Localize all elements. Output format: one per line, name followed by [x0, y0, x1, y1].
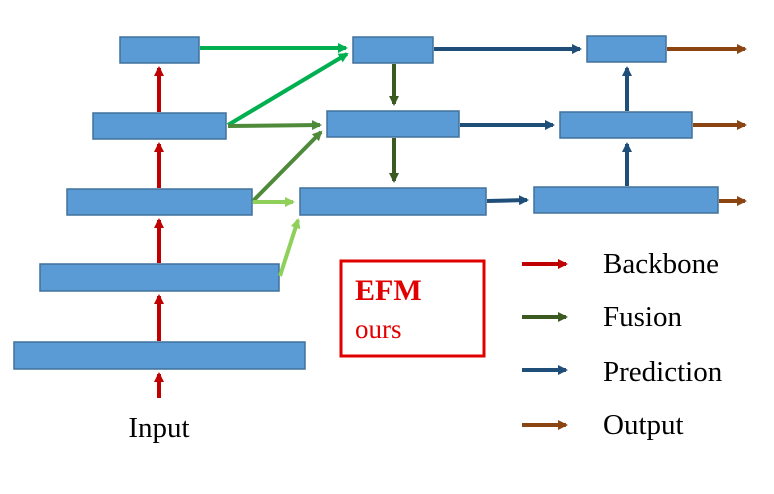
- fusion-block-mid: [326, 110, 460, 138]
- fusion-block-top: [352, 36, 434, 64]
- legend-fusion-label: Fusion: [603, 301, 682, 333]
- prediction-arrows: [434, 44, 632, 206]
- legend-backbone-label: Backbone: [603, 248, 719, 280]
- fusion-arrow-b2-to-bottom: [278, 218, 301, 277]
- efm-title: EFM: [355, 274, 422, 307]
- prediction-arrow-bottom: [486, 195, 529, 206]
- efm-subtitle: ours: [355, 314, 402, 344]
- efm-box-border: [339, 259, 486, 358]
- backbone-block-4: [92, 112, 227, 140]
- fusion-block-bottom: [299, 187, 487, 216]
- input-label: Input: [128, 412, 189, 444]
- legend-output-label: Output: [603, 409, 684, 441]
- output-arrows: [667, 44, 747, 206]
- fusion-arrow-b4-to-top: [226, 52, 349, 127]
- prediction-block-mid: [559, 111, 693, 139]
- fusion-arrows: [200, 43, 399, 277]
- fusion-arrow-b3-to-mid: [251, 130, 323, 203]
- backbone-block-2: [39, 263, 280, 292]
- prediction-block-top: [586, 35, 667, 63]
- legend-prediction-label: Prediction: [603, 356, 723, 388]
- prediction-column: [533, 35, 719, 214]
- fusion-arrow-b4-to-mid: [227, 120, 322, 131]
- fusion-column: [299, 36, 487, 216]
- prediction-block-bottom: [533, 186, 719, 214]
- backbone-block-3: [66, 188, 253, 216]
- efm-box: EFM ours: [339, 259, 486, 358]
- legend: Backbone Fusion Prediction Output: [522, 248, 723, 441]
- backbone-block-1: [13, 341, 306, 370]
- backbone-block-5: [119, 36, 200, 64]
- backbone-column: [13, 36, 306, 370]
